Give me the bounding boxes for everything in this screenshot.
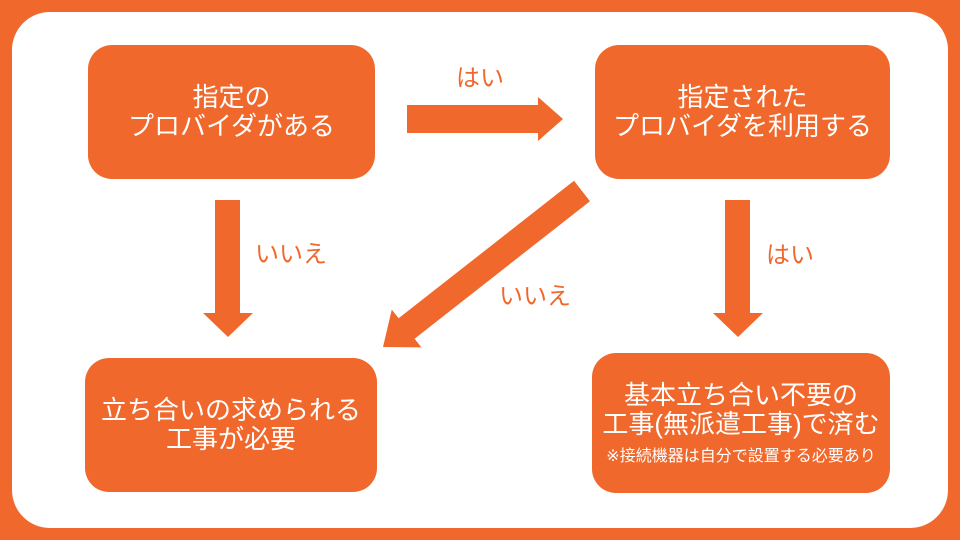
arrow-yes-right-icon [407,97,563,141]
arrow-no-down-left-icon [203,200,253,337]
node-text-line: 立ち合いの求められる [100,395,361,425]
node-designated-provider-exists: 指定の プロバイダがある [88,45,375,179]
edge-label-no-diagonal: いいえ [499,283,571,310]
edge-label-no-left: いいえ [255,241,327,268]
node-text-line: 指定された [677,82,808,112]
node-text-line: プロバイダがある [128,111,335,141]
edge-label-yes-top: はい [456,65,504,92]
node-text-line: 工事(無派遣工事)で済む [602,409,880,439]
edge-label-yes-right: はい [766,242,814,269]
arrow-yes-down-right-icon [713,200,763,337]
arrow-no-diagonal-icon [383,180,590,348]
node-text-line: 工事が必要 [165,424,296,454]
node-use-designated-provider: 指定された プロバイダを利用する [595,45,890,179]
node-onsite-work-required: 立ち合いの求められる 工事が必要 [85,358,377,492]
node-text-line: 基本立ち合い不要の [623,380,858,410]
node-no-dispatch-work: 基本立ち合い不要の 工事(無派遣工事)で済む ※接続機器は自分で設置する必要あり [592,353,890,493]
node-text-line: プロバイダを利用する [613,111,872,141]
node-note-text: ※接続機器は自分で設置する必要あり [606,448,876,465]
node-text-line: 指定の [192,82,271,112]
